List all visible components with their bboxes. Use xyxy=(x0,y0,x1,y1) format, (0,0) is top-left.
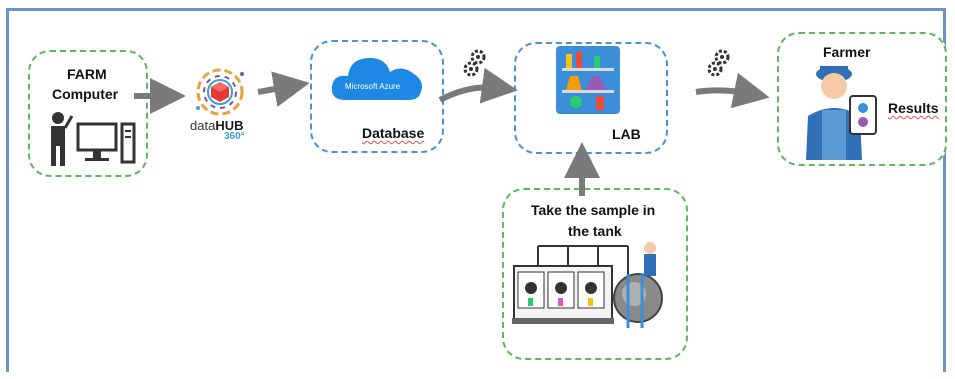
datahub-wordmark: dataHUB xyxy=(190,118,243,133)
diagram-frame xyxy=(6,8,946,372)
azure-cloud-icon xyxy=(331,58,422,100)
milking-tank-icon xyxy=(512,242,663,328)
azure-text: Microsoft Azure xyxy=(345,82,401,91)
datahub-logo-icon xyxy=(196,68,244,116)
gears-icon xyxy=(707,49,730,77)
farmer-computer-icon xyxy=(51,112,136,166)
database-label: Database xyxy=(362,125,425,141)
farm-label: FARM xyxy=(67,66,107,82)
datahub-word-data: data xyxy=(190,118,216,133)
gears-icon xyxy=(463,49,486,77)
lab-label: LAB xyxy=(612,126,641,142)
datahub-word-hub: HUB xyxy=(215,118,244,133)
laboratory-icon xyxy=(556,46,620,114)
sample-label-line2: the tank xyxy=(568,223,622,239)
arrow-database-to-lab xyxy=(438,67,518,104)
results-label: Results xyxy=(888,100,939,116)
sample-label-line1: Take the sample in xyxy=(531,202,656,218)
farmer-label: Farmer xyxy=(823,44,871,60)
computer-label: Computer xyxy=(52,86,119,102)
datahub-360: 360° xyxy=(224,131,245,142)
arrow-datahub-to-database xyxy=(257,71,310,107)
arrow-lab-to-farmer xyxy=(695,72,770,109)
farm-box xyxy=(28,50,148,177)
farmer-with-tablet-icon xyxy=(806,66,877,160)
